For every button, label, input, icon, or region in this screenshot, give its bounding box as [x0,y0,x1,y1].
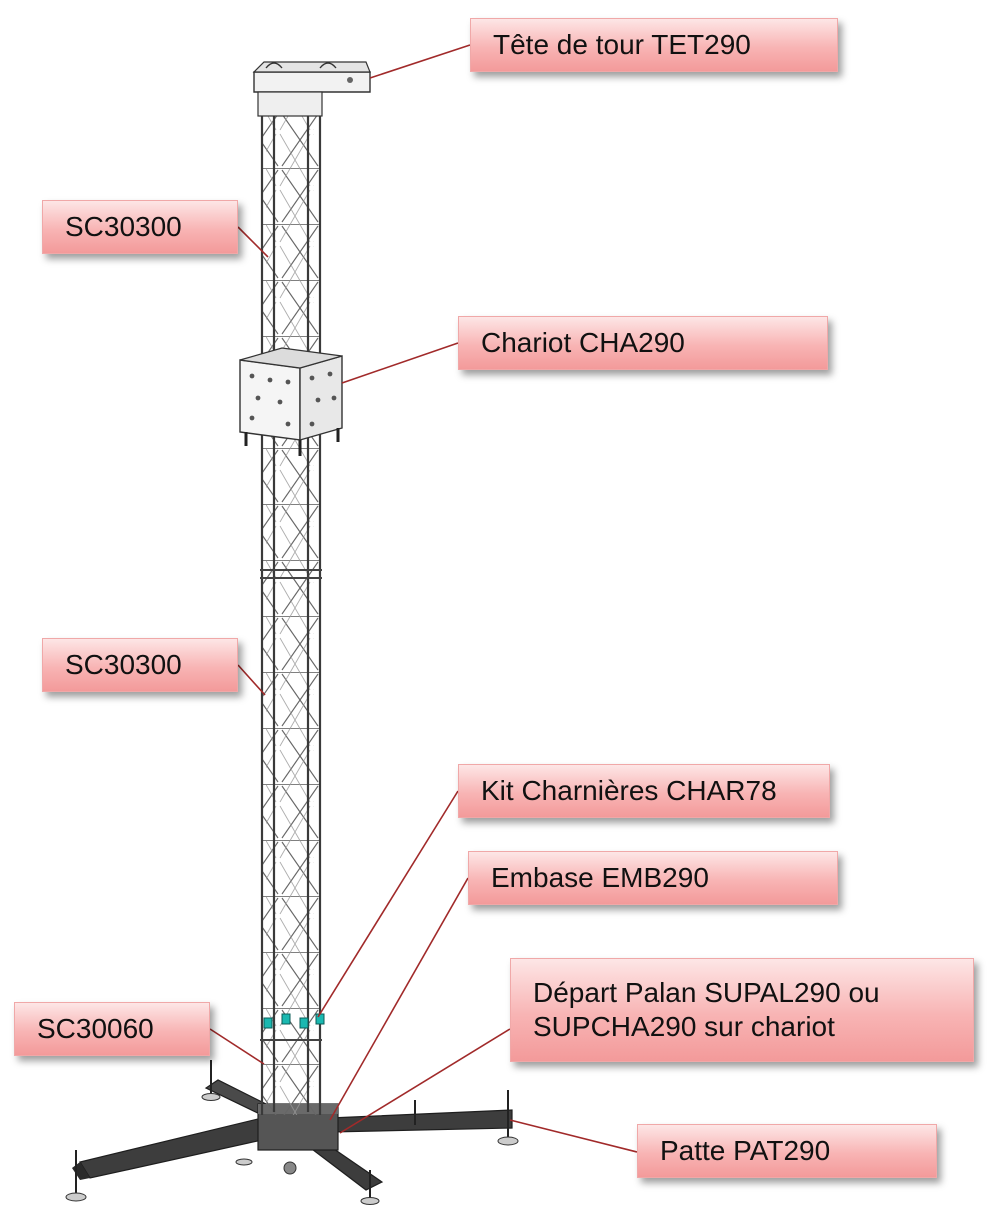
label-embase: Embase EMB290 [468,851,838,905]
tower-head [252,61,371,117]
label-chariot: Chariot CHA290 [458,316,828,370]
leader-tete-de-tour [369,44,471,79]
leader-sc30060 [209,1028,265,1065]
leader-kit-charnieres [317,790,459,1018]
leader-chariot [341,342,459,384]
label-sc30300-lower: SC30300 [42,638,238,692]
label-patte: Patte PAT290 [637,1124,937,1178]
label-tete-de-tour: Tête de tour TET290 [470,18,838,72]
label-sc30060: SC30060 [14,1002,210,1056]
leader-sc30300-lower [237,664,266,696]
leader-patte [509,1119,638,1153]
truss-mast [260,112,322,1115]
label-sc30300-upper: SC30300 [42,200,238,254]
leader-depart-palan [339,1028,511,1134]
label-depart-palan: Départ Palan SUPAL290 ou SUPCHA290 sur c… [510,958,974,1062]
carriage-box [239,347,343,456]
leader-embase [329,877,469,1121]
label-kit-charnieres: Kit Charnières CHAR78 [458,764,830,818]
leader-sc30300-upper [237,226,269,258]
